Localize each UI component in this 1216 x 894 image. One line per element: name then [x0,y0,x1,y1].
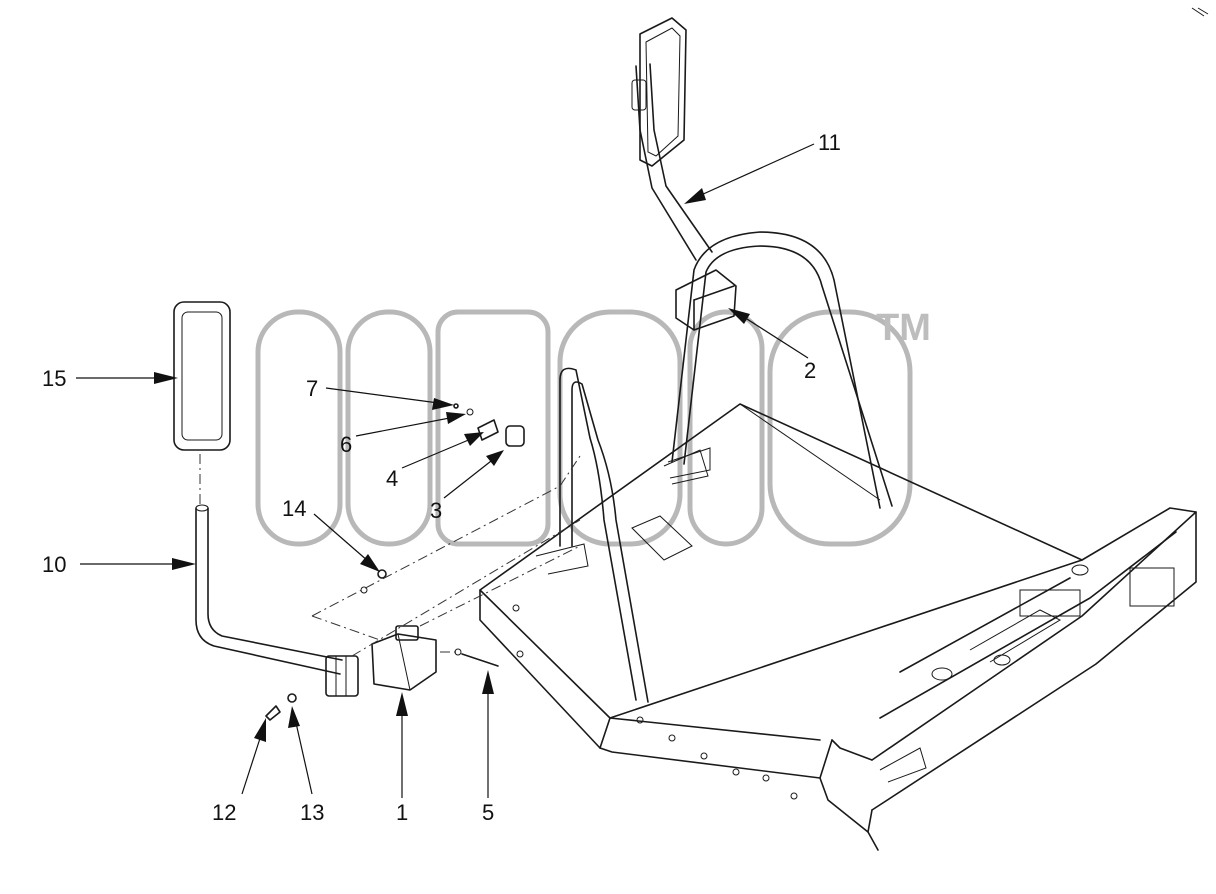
callout-7: 7 [306,376,318,401]
rear-roll-bar [663,231,893,509]
callout-14: 14 [282,496,306,521]
callout-6: 6 [340,432,352,457]
installed-mirror [631,17,713,261]
watermark-trademark: TM [876,307,931,349]
callout-13: 13 [300,800,324,825]
callout-15: 15 [42,366,66,391]
corner-mark-icon [1191,7,1209,17]
vehicle-frame [479,403,1197,851]
callout-5: 5 [482,800,494,825]
front-roll-bar [535,367,649,703]
callout-11: 11 [818,130,841,155]
exploded-mirror-assembly [173,301,581,721]
leader-lines [76,143,815,798]
callout-labels: 1 2 3 4 5 6 7 10 11 12 13 14 15 [42,130,841,825]
callout-3: 3 [430,498,442,523]
callout-2: 2 [804,358,816,383]
callout-1: 1 [396,800,408,825]
callout-12: 12 [212,800,236,825]
callout-4: 4 [386,466,398,491]
callout-10: 10 [42,552,66,577]
